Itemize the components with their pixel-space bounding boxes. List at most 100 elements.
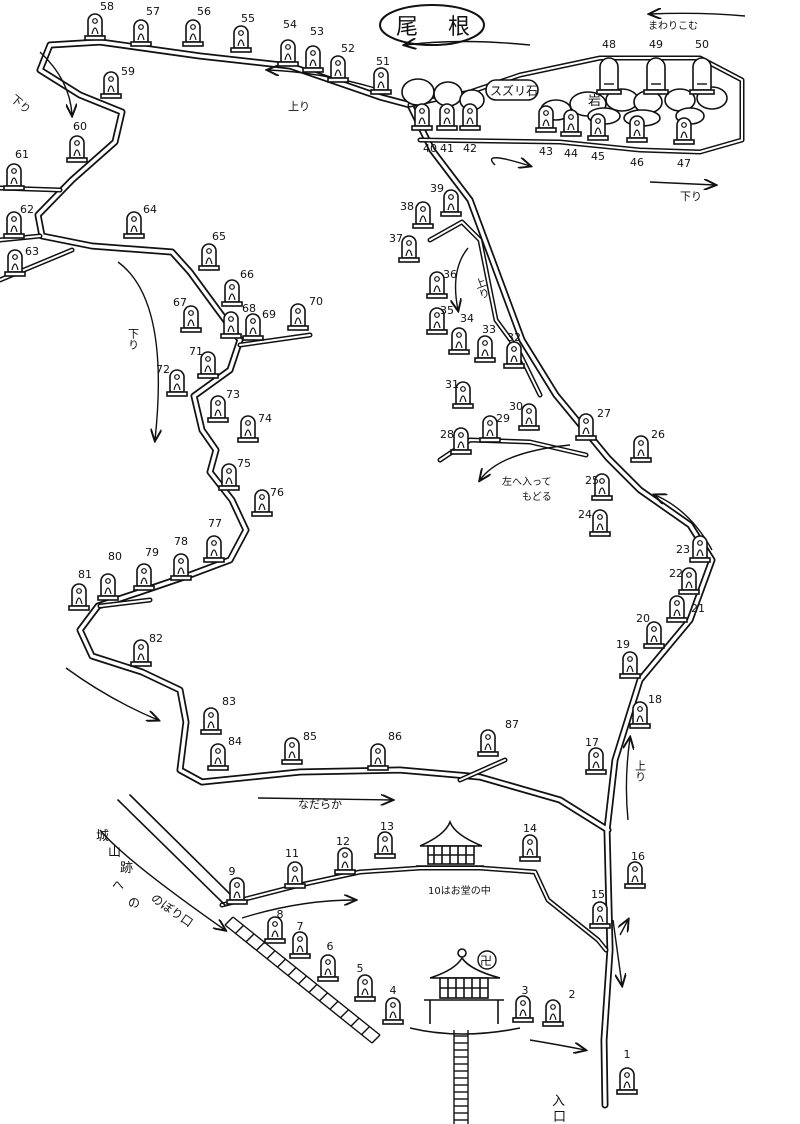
direction-arrow xyxy=(257,798,392,800)
statue-number: 60 xyxy=(73,120,87,133)
statue-number: 84 xyxy=(228,735,242,748)
statue-number: 68 xyxy=(242,302,256,315)
direction-arrow xyxy=(620,920,628,936)
stairs xyxy=(224,916,469,1124)
statue-number: 12 xyxy=(336,835,350,848)
statue-number: 76 xyxy=(270,486,284,499)
direction-arrow xyxy=(456,247,469,310)
statue-78 xyxy=(170,553,192,581)
statue-55 xyxy=(230,25,252,53)
statue-83 xyxy=(200,707,222,735)
statue-17 xyxy=(585,747,607,775)
statue-number: 31 xyxy=(445,378,459,391)
statue-number: 30 xyxy=(509,400,523,413)
suzuri-stone-label: スズリ石 xyxy=(490,83,538,98)
statue-number: 32 xyxy=(507,331,521,344)
label-down-left-top: 下り xyxy=(8,92,33,116)
statue-number: 34 xyxy=(460,312,474,325)
statue-35 xyxy=(426,307,448,335)
statue-81 xyxy=(68,583,90,611)
statue-73 xyxy=(207,395,229,423)
statue-number: 70 xyxy=(309,295,323,308)
statue-1 xyxy=(616,1067,638,1095)
statue-number: 5 xyxy=(357,962,364,975)
statue-number: 67 xyxy=(173,296,187,309)
statue-number: 48 xyxy=(602,38,616,51)
statue-number: 11 xyxy=(285,847,299,860)
statue-number: 56 xyxy=(197,5,211,18)
statue-number: 87 xyxy=(505,718,519,731)
statue-number: 66 xyxy=(240,268,254,281)
statue-number: 52 xyxy=(341,42,355,55)
statue-43 xyxy=(535,105,557,133)
annotations: まわりこむ 岩 下り 下り 下り 上り 上り 上り 左へ入って もどる なだらか… xyxy=(8,20,702,1124)
label-castle-2: 山 xyxy=(108,845,121,860)
statue-23 xyxy=(689,535,711,563)
statue-6 xyxy=(317,954,339,982)
statue-25 xyxy=(591,473,613,501)
temple-hall xyxy=(416,819,484,867)
statue-61 xyxy=(3,163,25,191)
statue-42 xyxy=(459,103,481,131)
statue-46 xyxy=(626,115,648,143)
statue-number: 22 xyxy=(669,567,683,580)
statue-84 xyxy=(207,743,229,771)
statue-19 xyxy=(619,651,641,679)
statue-number: 46 xyxy=(630,156,644,169)
statue-number: 77 xyxy=(208,517,222,530)
statue-62 xyxy=(3,211,25,239)
statue-33 xyxy=(474,335,496,363)
direction-arrow xyxy=(612,919,622,985)
statue-number: 19 xyxy=(616,638,630,651)
statue-number: 79 xyxy=(145,546,159,559)
statue-number: 44 xyxy=(564,147,578,160)
statue-21 xyxy=(666,595,688,623)
statue-79 xyxy=(133,563,155,591)
statue-number: 26 xyxy=(651,428,665,441)
statue-number: 21 xyxy=(691,602,705,615)
statue-number: 75 xyxy=(237,457,251,470)
statue-66 xyxy=(221,279,243,307)
direction-arrow xyxy=(99,829,225,930)
statue-9 xyxy=(226,877,248,905)
statue-47 xyxy=(673,117,695,145)
statue-number: 59 xyxy=(121,65,135,78)
label-return: もどる xyxy=(522,491,552,503)
trail-segment-inner xyxy=(221,867,607,951)
statue-number: 49 xyxy=(649,38,663,51)
label-castle-5: の xyxy=(128,896,140,910)
label-10-in-hall: 10はお堂の中 xyxy=(428,884,491,897)
label-go-around: まわりこむ xyxy=(648,20,698,32)
main-temple xyxy=(409,948,521,1035)
label-castle-1: 城 xyxy=(96,829,109,844)
statue-39 xyxy=(440,189,462,217)
statue-number: 63 xyxy=(25,245,39,258)
statue-87 xyxy=(477,729,499,757)
statue-number: 27 xyxy=(597,407,611,420)
direction-arrow xyxy=(117,261,158,440)
statue-68 xyxy=(220,311,242,339)
label-rock: 岩 xyxy=(588,94,601,109)
statue-56 xyxy=(182,19,204,47)
statue-85 xyxy=(281,737,303,765)
statue-74 xyxy=(237,415,259,443)
statue-number: 78 xyxy=(174,535,188,548)
statue-number: 85 xyxy=(303,730,317,743)
statue-number: 83 xyxy=(222,695,236,708)
statue-18 xyxy=(629,701,651,729)
label-entrance-2: 口 xyxy=(553,1110,566,1124)
statue-number: 61 xyxy=(15,148,29,161)
statue-40 xyxy=(411,103,433,131)
direction-arrow xyxy=(65,667,158,720)
castle-road xyxy=(117,794,233,906)
direction-arrow xyxy=(480,444,571,480)
statue-number: 1 xyxy=(624,1048,631,1061)
direction-arrow xyxy=(650,13,746,16)
statue-number: 69 xyxy=(262,308,276,321)
statue-number: 54 xyxy=(283,18,297,31)
statue-number: 62 xyxy=(20,203,34,216)
statue-45 xyxy=(587,113,609,141)
direction-arrow xyxy=(490,157,530,166)
statue-34 xyxy=(448,327,470,355)
statue-7 xyxy=(289,931,311,959)
